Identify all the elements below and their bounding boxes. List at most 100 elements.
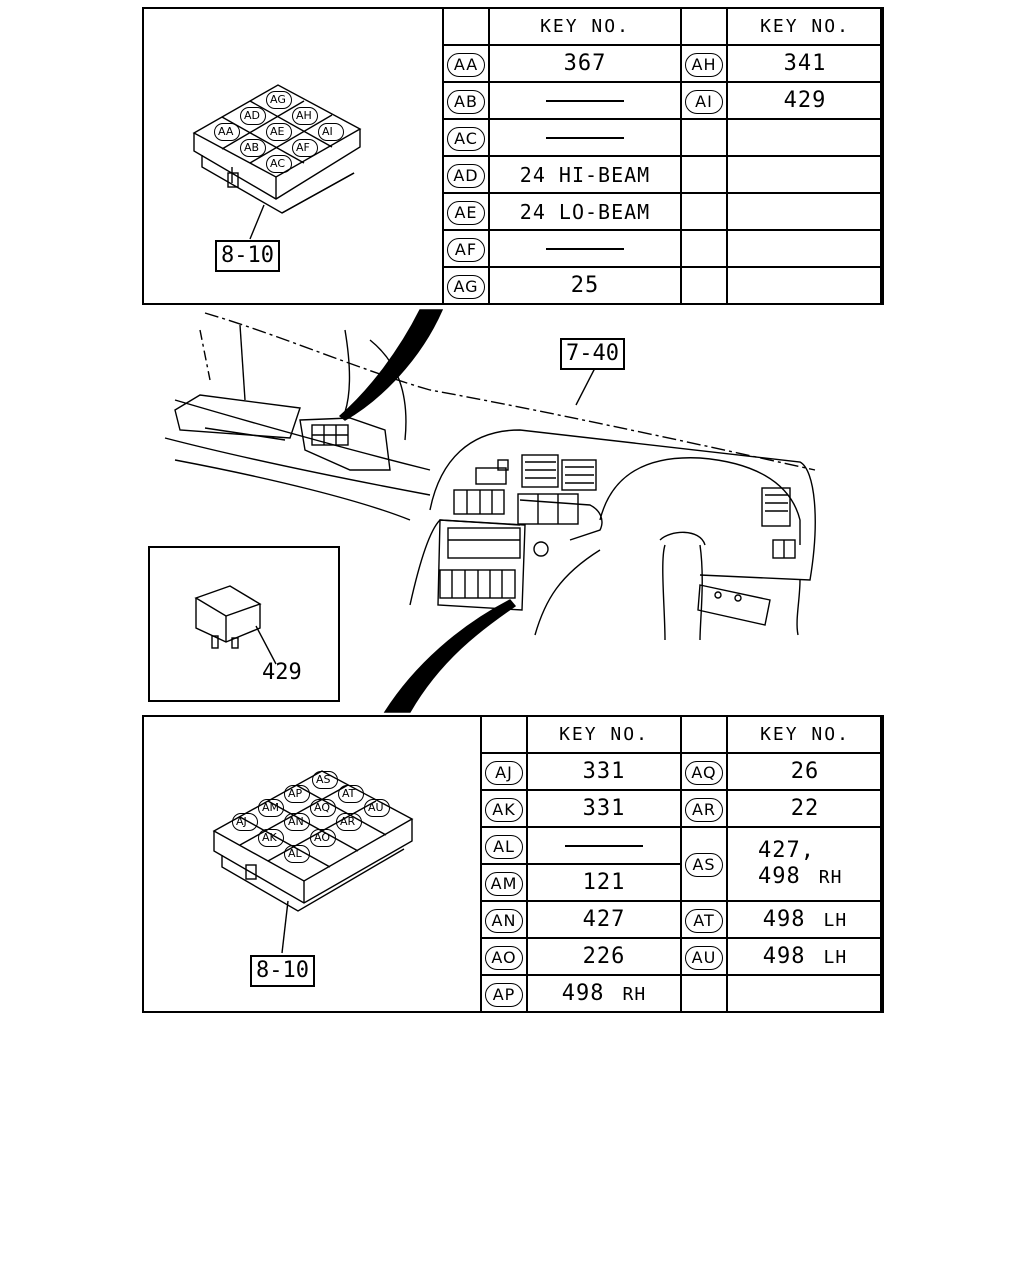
table-row: AM 121 — [480, 863, 883, 902]
relay-inset-panel — [148, 546, 340, 702]
key-value: 498 — [762, 944, 806, 969]
key-value: 25 — [488, 266, 682, 305]
slot-label: AG — [266, 91, 292, 109]
code-badge: AJ — [485, 760, 523, 785]
table-row: AJ 331 AQ 26 — [480, 752, 884, 791]
key-value: 24 LO-BEAM — [488, 192, 682, 231]
key-value-empty — [488, 81, 682, 120]
dashboard-ref: 7-40 — [560, 338, 625, 370]
slot-label: AB — [240, 139, 266, 157]
table-row: AB AI 429 — [442, 81, 884, 120]
top-connector-drawing — [192, 84, 362, 240]
table-row: AK 331 AR 22 — [480, 789, 884, 828]
table-row: AG 25 — [442, 266, 884, 305]
bottom-connector-drawing — [212, 770, 414, 954]
code-badge: AG — [447, 274, 485, 299]
table-row: AC — [442, 118, 884, 157]
code-badge: AT — [685, 908, 723, 933]
table-row: AL AS 427, 498 RH — [480, 826, 884, 902]
code-badge: AK — [485, 797, 523, 822]
slot-label: AJ — [232, 813, 258, 831]
table-row: AF — [442, 229, 884, 268]
table-row: AE 24 LO-BEAM — [442, 192, 884, 231]
key-value-line: 427, — [758, 837, 815, 863]
code-badge: AL — [485, 834, 523, 859]
column-header: KEY NO. — [726, 715, 884, 754]
slot-label: AD — [240, 107, 266, 125]
code-badge: AO — [485, 945, 523, 970]
column-header: KEY NO. — [488, 7, 682, 46]
key-value-empty — [488, 229, 682, 268]
slot-label: AE — [266, 123, 292, 141]
code-badge: AQ — [685, 760, 723, 785]
side-suffix: RH — [622, 984, 647, 1005]
key-value: 341 — [726, 44, 884, 83]
bottom-key-table: KEY NO. KEY NO. AJ 331 AQ 26 AK 331 AR 2… — [480, 715, 884, 1013]
key-value: 24 HI-BEAM — [488, 155, 682, 194]
code-badge: AE — [447, 200, 485, 225]
key-value: 226 — [526, 937, 682, 976]
key-value: 429 — [726, 81, 884, 120]
empty-dash — [565, 845, 643, 847]
empty-dash — [546, 248, 624, 250]
top-connector-ref: 8-10 — [215, 240, 280, 272]
key-value: 331 — [526, 752, 682, 791]
bottom-connector-ref: 8-10 — [250, 955, 315, 987]
key-value: 427 — [526, 900, 682, 939]
table-row: AA 367 AH 341 — [442, 44, 884, 83]
column-header: KEY NO. — [526, 715, 682, 754]
side-suffix: LH — [823, 947, 848, 968]
code-badge: AU — [685, 945, 723, 970]
code-badge: AR — [685, 797, 723, 822]
slot-label: AQ — [310, 799, 336, 817]
bottom-connector-slot-labels: AS AP AT AM AQ AU AJ AN AR AK AO AL — [142, 715, 482, 915]
key-value: 121 — [526, 863, 682, 902]
slot-label: AR — [336, 813, 362, 831]
slot-label: AO — [310, 829, 336, 847]
code-badge: AA — [447, 52, 485, 77]
slot-label: AP — [284, 785, 310, 803]
code-badge: AH — [685, 52, 723, 77]
key-value-line: 498 — [758, 863, 801, 889]
side-suffix: RH — [818, 866, 843, 888]
slot-label: AH — [292, 107, 318, 125]
table-row: AD 24 HI-BEAM — [442, 155, 884, 194]
code-badge: AC — [447, 126, 485, 151]
key-value: 22 — [726, 789, 884, 828]
slot-label: AM — [258, 799, 284, 817]
table-row: AO 226 AU 498 LH — [480, 937, 884, 976]
key-value-empty — [526, 826, 682, 865]
side-suffix: LH — [823, 910, 848, 931]
key-value-empty — [488, 118, 682, 157]
code-badge: AI — [685, 89, 723, 114]
relay-drawing — [194, 585, 277, 665]
top-connector-slot-labels: AG AD AH AA AE AI AB AF AC — [142, 7, 442, 227]
code-badge: AS — [685, 853, 723, 877]
column-header: KEY NO. — [726, 7, 884, 46]
table-row: AN 427 AT 498 LH — [480, 900, 884, 939]
code-badge: AB — [447, 89, 485, 114]
slot-label: AU — [364, 799, 390, 817]
key-value: 498 — [762, 907, 806, 932]
slot-label: AS — [312, 771, 338, 789]
relay-label: 429 — [262, 660, 302, 685]
slot-label: AF — [292, 139, 318, 157]
empty-dash — [546, 137, 624, 139]
code-badge: AP — [485, 982, 523, 1007]
code-badge: AD — [447, 163, 485, 188]
code-badge: AF — [447, 237, 485, 262]
slot-label: AA — [214, 123, 240, 141]
slot-label: AN — [284, 813, 310, 831]
top-key-table: KEY NO. KEY NO. AA 367 AH 341 AB AI 429 … — [442, 7, 884, 305]
key-value-multi: 427, 498 RH — [726, 826, 884, 902]
key-value: 367 — [488, 44, 682, 83]
slot-label: AK — [258, 829, 284, 847]
slot-label: AT — [338, 785, 364, 803]
empty-dash — [546, 100, 624, 102]
slot-label: AC — [266, 155, 292, 173]
key-value: 26 — [726, 752, 884, 791]
key-value: 331 — [526, 789, 682, 828]
code-badge: AN — [485, 908, 523, 933]
